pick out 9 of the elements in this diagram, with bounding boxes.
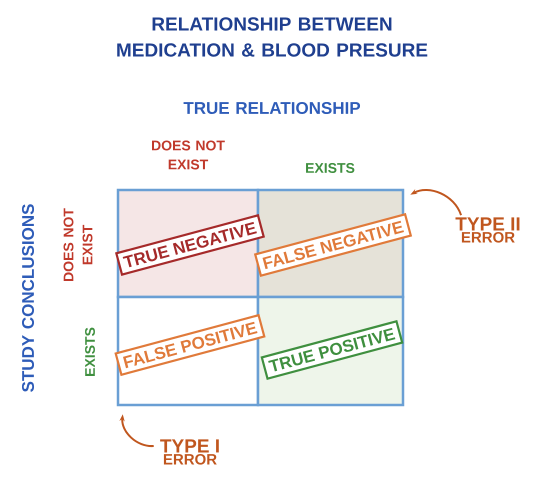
row-header: EXISTS [85,328,95,376]
title: RELATIONSHIP BETWEEN MEDICATION & BLOOD PRESURE [117,17,428,57]
column-header: EXISTS [306,163,354,173]
row-header: DOES NOT EXIST [64,208,92,281]
column-header: DOES NOT EXIST [152,140,225,170]
axis-title: STUDY CONCLUSIONS [22,204,34,392]
error-label: TYPE I ERROR [160,439,219,465]
axis-title: TRUE RELATIONSHIP [184,102,360,114]
error-label: TYPE II ERROR [456,217,520,243]
